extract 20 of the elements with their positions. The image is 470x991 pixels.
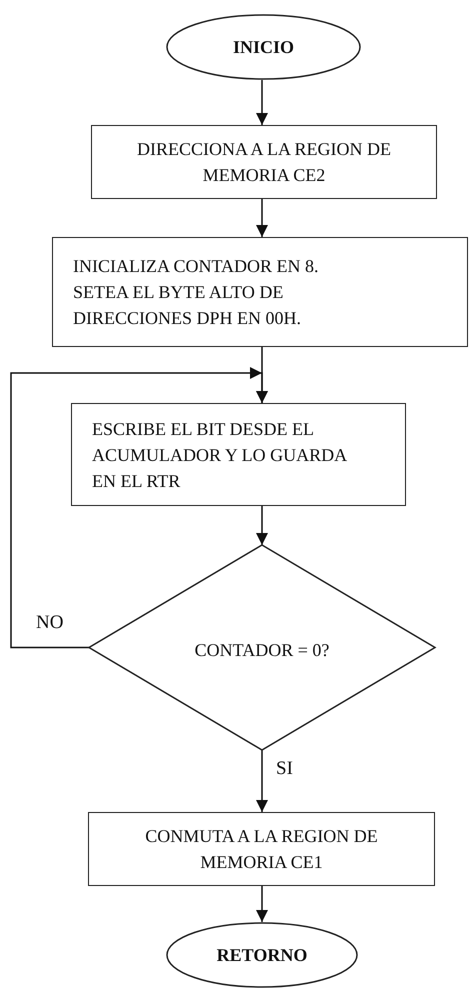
terminal-ellipse (166, 14, 361, 80)
arrow (10, 367, 268, 648)
decision-label: CONTADOR = 0? (194, 638, 330, 662)
arrow (256, 750, 268, 812)
arrow (256, 199, 268, 237)
terminal-label: RETORNO (216, 944, 308, 967)
step-text: CONMUTA A LA REGION DE MEMORIA CE1 (144, 825, 379, 874)
terminal-ellipse (166, 922, 358, 988)
step-text: DIRECCIONA A LA REGION DE MEMORIA CE2 (136, 138, 392, 187)
arrow (256, 80, 268, 125)
step-text: INICIALIZA CONTADOR EN 8. SETEA EL BYTE ALTO DE DIRECCIONES DPH EN 00H. (73, 255, 320, 330)
terminal-label: INICIO (232, 36, 294, 59)
decision-diamond (89, 545, 435, 750)
process-box (88, 812, 435, 886)
step-text: ESCRIBE EL BIT DESDE EL ACUMULADOR Y LO GUARDA EN EL RTR (92, 418, 348, 492)
arrow (256, 506, 268, 545)
process-box (52, 237, 468, 347)
arrow (256, 886, 268, 922)
process-box (71, 403, 406, 506)
process-box (91, 125, 437, 199)
